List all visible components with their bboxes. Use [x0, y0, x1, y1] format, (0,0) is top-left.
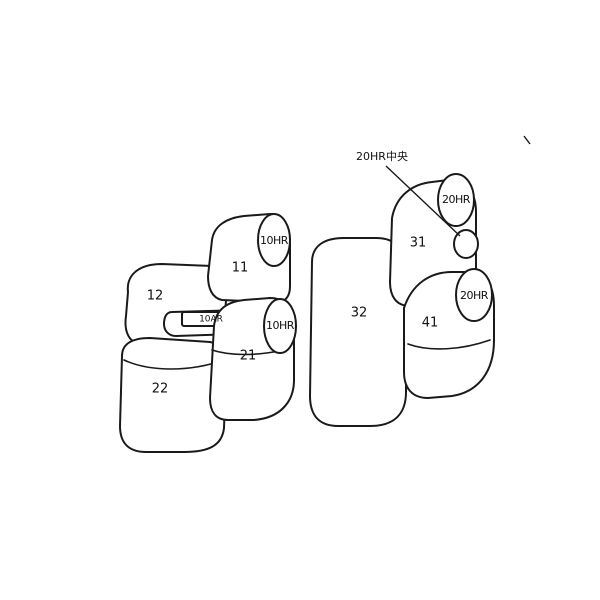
callout-leader-line	[385, 165, 461, 237]
part-20HR-lower-headrest	[455, 268, 493, 322]
corner-mark	[523, 135, 531, 145]
part-10HR-upper-headrest	[257, 213, 291, 267]
callout-20HR-center: 20HR中央	[356, 150, 408, 163]
label-20HR-upper: 20HR	[442, 193, 471, 206]
part-41-seam	[407, 339, 491, 350]
label-41: 41	[422, 316, 439, 331]
part-10HR-lower-headrest	[263, 298, 297, 354]
label-10HR-upper: 10HR	[260, 234, 289, 247]
label-12: 12	[147, 289, 164, 304]
part-32-backrest	[309, 237, 407, 427]
label-10AR: 10AR	[199, 315, 223, 325]
label-21: 21	[240, 349, 257, 364]
label-11: 11	[232, 261, 249, 276]
label-32: 32	[351, 306, 368, 321]
part-20HR-center-headrest	[453, 229, 479, 259]
label-31: 31	[410, 236, 427, 251]
label-22: 22	[152, 382, 169, 397]
label-20HR-lower: 20HR	[460, 289, 489, 302]
part-20HR-upper-headrest	[437, 173, 475, 227]
label-10HR-lower: 10HR	[266, 319, 295, 332]
